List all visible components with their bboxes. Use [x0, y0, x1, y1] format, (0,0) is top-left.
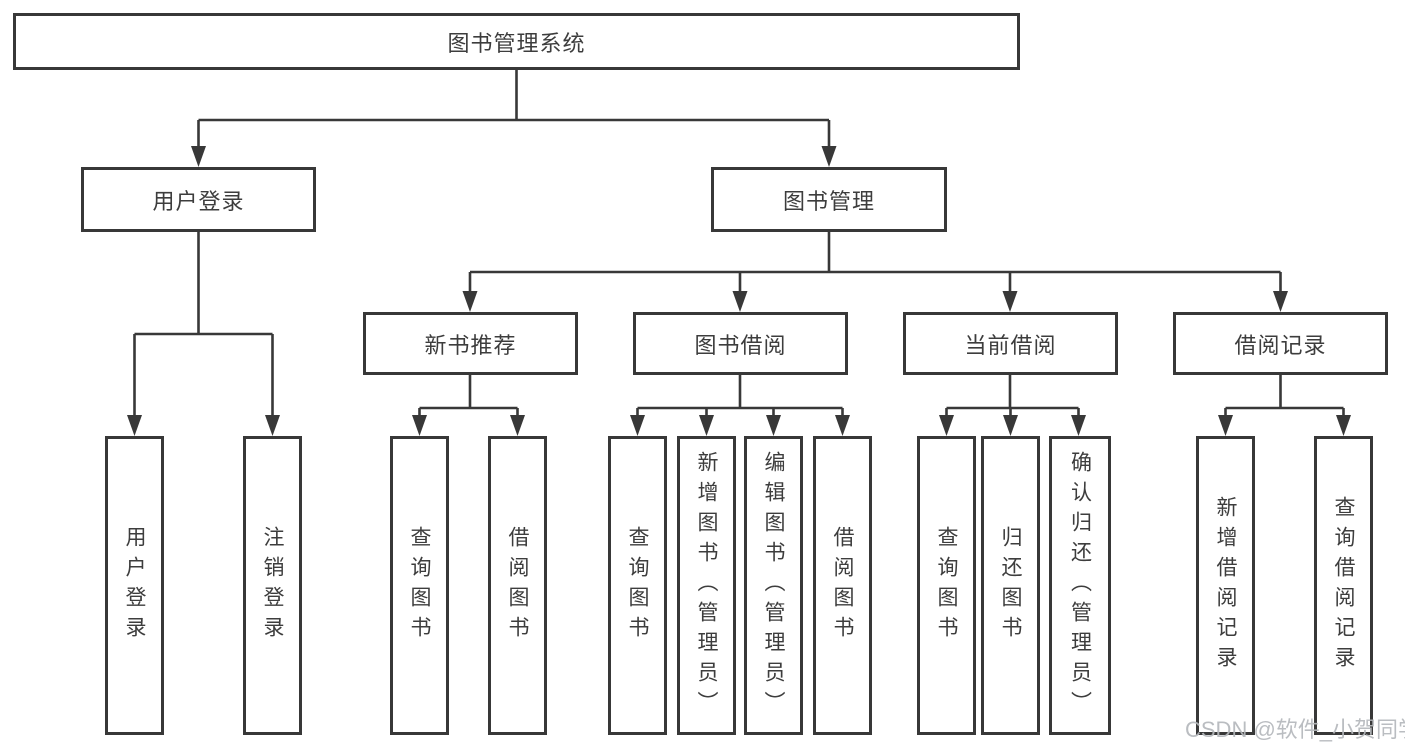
arrowheads — [127, 146, 1351, 436]
node-add-book-admin: 新增图书（管理员） — [677, 436, 736, 735]
connector-records-group — [1224, 375, 1345, 419]
node-query-borrow-record: 查询借阅记录 — [1314, 436, 1373, 735]
node-library-system-root: 图书管理系统 — [13, 13, 1020, 70]
connector-borrowing-group — [636, 375, 844, 419]
connector-root — [197, 70, 831, 150]
leaf-label: 用户登录 — [123, 525, 146, 646]
node-add-borrow-record: 新增借阅记录 — [1196, 436, 1255, 735]
node-current-borrowing: 当前借阅 — [903, 312, 1118, 375]
leaf-label: 编辑图书（管理员） — [762, 450, 785, 721]
leaf-label: 确认归还（管理员） — [1068, 450, 1092, 721]
leaf-label: 查询借阅记录 — [1332, 495, 1355, 676]
node-user-login: 用户登录 — [81, 167, 316, 232]
node-return-books: 归还图书 — [981, 436, 1040, 735]
node-query-books-recommend: 查询图书 — [390, 436, 449, 735]
node-query-books-borrowing: 查询图书 — [608, 436, 667, 735]
node-book-borrowing: 图书借阅 — [633, 312, 848, 375]
leaf-label: 借阅图书 — [506, 525, 529, 646]
node-new-book-recommend: 新书推荐 — [363, 312, 578, 375]
node-borrow-books: 借阅图书 — [813, 436, 872, 735]
leaf-label: 借阅图书 — [831, 525, 854, 646]
connector-recommend-group — [418, 375, 519, 419]
connector-current-group — [945, 375, 1080, 419]
node-user-login-leaf: 用户登录 — [105, 436, 164, 735]
node-logout: 注销登录 — [243, 436, 302, 735]
leaf-label: 新增图书（管理员） — [695, 450, 718, 721]
node-borrow-books-recommend: 借阅图书 — [488, 436, 547, 735]
leaf-label: 查询图书 — [626, 525, 649, 646]
leaf-label: 归还图书 — [999, 525, 1022, 646]
node-query-books-current: 查询图书 — [917, 436, 976, 735]
node-edit-book-admin: 编辑图书（管理员） — [744, 436, 803, 735]
node-book-management: 图书管理 — [711, 167, 947, 232]
node-confirm-return-admin: 确认归还（管理员） — [1049, 436, 1111, 735]
csdn-watermark: CSDN @软件_小贺同学 — [1185, 717, 1405, 742]
connector-management-group — [468, 232, 1282, 295]
leaf-label: 注销登录 — [261, 525, 284, 646]
connector-login-group — [133, 232, 274, 419]
leaf-label: 查询图书 — [408, 525, 431, 646]
node-borrow-records: 借阅记录 — [1173, 312, 1388, 375]
leaf-label: 新增借阅记录 — [1214, 495, 1237, 676]
leaf-label: 查询图书 — [935, 525, 958, 646]
